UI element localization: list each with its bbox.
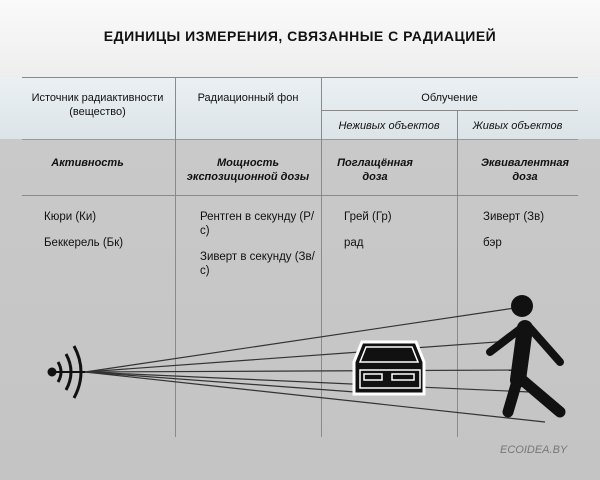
radiation-source-icon (47, 345, 85, 399)
column-divider (457, 110, 458, 437)
unit: Кюри (Ки) (44, 211, 97, 223)
divider (321, 110, 578, 111)
unit: Рентген в секунду (Р/с) (200, 211, 315, 237)
brand-label: ECOIDEA.BY (500, 444, 568, 456)
header-living: Живых объектов (472, 120, 563, 132)
quantity-equivalent: Эквивалентная доза (480, 157, 570, 183)
unit: Беккерель (Бк) (44, 237, 124, 249)
unit: Зиверт (Зв) (483, 211, 545, 223)
device-icon (352, 340, 426, 396)
page-title: ЕДИНИЦЫ ИЗМЕРЕНИЯ, СВЯЗАННЫЕ С РАДИАЦИЕЙ (103, 28, 497, 44)
column-divider (321, 77, 322, 437)
quantity-absorbed: Поглащённая доза (337, 157, 413, 183)
radiation-rays (84, 307, 546, 423)
header-background: Радиационный фон (197, 92, 299, 104)
column-divider (175, 77, 176, 437)
header-source: Источник радиактивности (вещество) (31, 92, 164, 118)
unit: Зиверт в секунду (Зв/с) (200, 251, 315, 277)
header-exposure: Облучение (421, 92, 478, 104)
header-nonliving: Неживых объектов (338, 120, 440, 132)
unit: Грей (Гр) (344, 211, 392, 223)
person-walking-icon (486, 295, 566, 418)
divider (22, 139, 578, 140)
quantity-dose-rate: Мощность экспозиционной дозы (186, 157, 310, 183)
divider (22, 77, 578, 78)
unit: рад (344, 237, 364, 249)
header-band (0, 77, 600, 139)
unit: бэр (483, 237, 502, 249)
divider (22, 195, 578, 196)
quantity-activity: Активность (51, 157, 124, 169)
